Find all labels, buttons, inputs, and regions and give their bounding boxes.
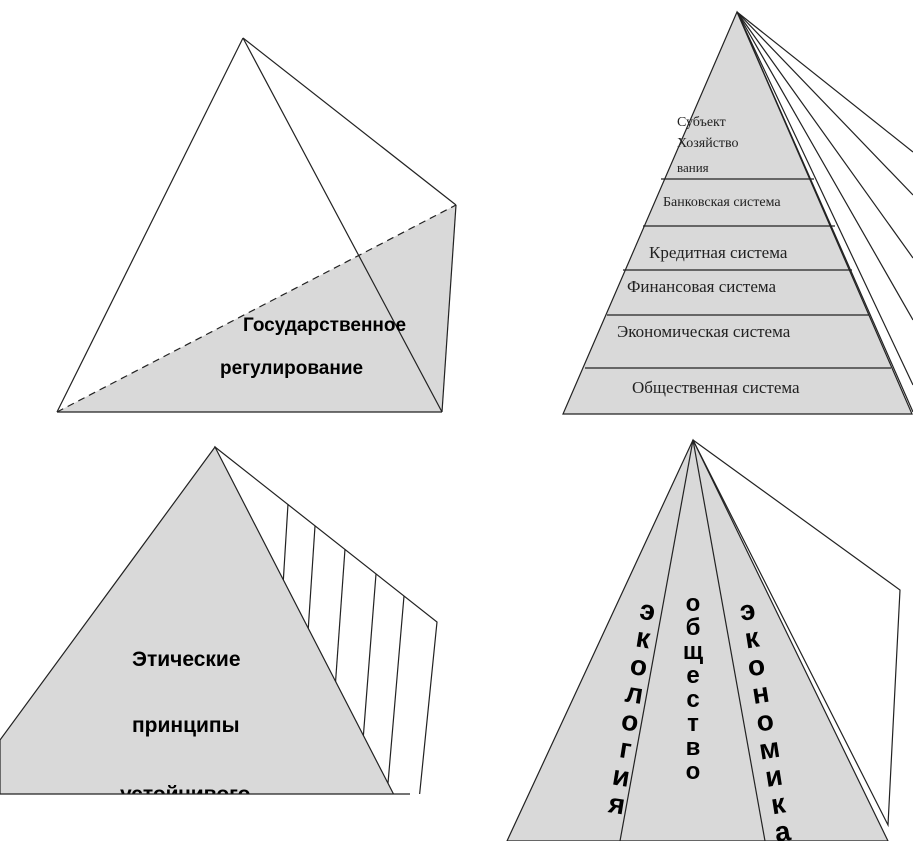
- tl-edge-left: [56, 37, 244, 413]
- br-divider: [619, 439, 694, 841]
- br-front-face: [506, 438, 889, 841]
- tl-shaded-face: [57, 205, 456, 412]
- tr-fan-line: [736, 11, 913, 153]
- tl-edge-right: [441, 204, 457, 413]
- bl-label-line2: принципы: [132, 714, 240, 737]
- tr-fan-line: [736, 11, 913, 196]
- tr-fan-line: [736, 11, 913, 259]
- panel-bottom-right: экология общество экономика: [506, 438, 901, 841]
- tl-edge-front: [242, 37, 443, 413]
- tr-tier-label-economic: Экономическая система: [617, 322, 791, 341]
- panel-bottom-left: Этические принципы устойчивого: [0, 445, 460, 841]
- tr-tier-label-subject: Субъект: [677, 115, 726, 130]
- br-label-society: общество: [680, 590, 707, 782]
- br-back-face: [692, 439, 901, 828]
- tr-tier-label-social: Общественная система: [632, 378, 800, 397]
- tr-tier-label-vaniya: вания: [677, 160, 709, 175]
- bl-bottom-crop: [0, 794, 460, 841]
- tr-tier-label-credit: Кредитная система: [649, 243, 788, 262]
- tl-edge-back: [242, 37, 457, 206]
- tl-label-line2: регулирование: [220, 358, 363, 379]
- br-divider: [692, 439, 766, 841]
- br-segment-society: общество: [680, 590, 707, 782]
- bl-label-line1: Этические: [132, 648, 241, 671]
- tr-tier-label-hozyaystvo: Хозяйство: [677, 136, 739, 151]
- tr-pyramid: [562, 10, 913, 415]
- tl-edge-dashed: [56, 204, 457, 413]
- panel-top-right: Субъект Хозяйство вания Банковская систе…: [562, 10, 913, 415]
- tr-tier-label-bank: Банковская система: [663, 195, 781, 210]
- tr-tier-label-finance: Финансовая система: [627, 277, 777, 296]
- tr-fan-line: [736, 11, 913, 321]
- tl-label-line1: Государственное: [243, 315, 406, 336]
- panel-top-left: Государственное регулирование: [56, 37, 457, 413]
- tr-fan-line: [736, 11, 913, 386]
- bl-front-face: [0, 445, 413, 831]
